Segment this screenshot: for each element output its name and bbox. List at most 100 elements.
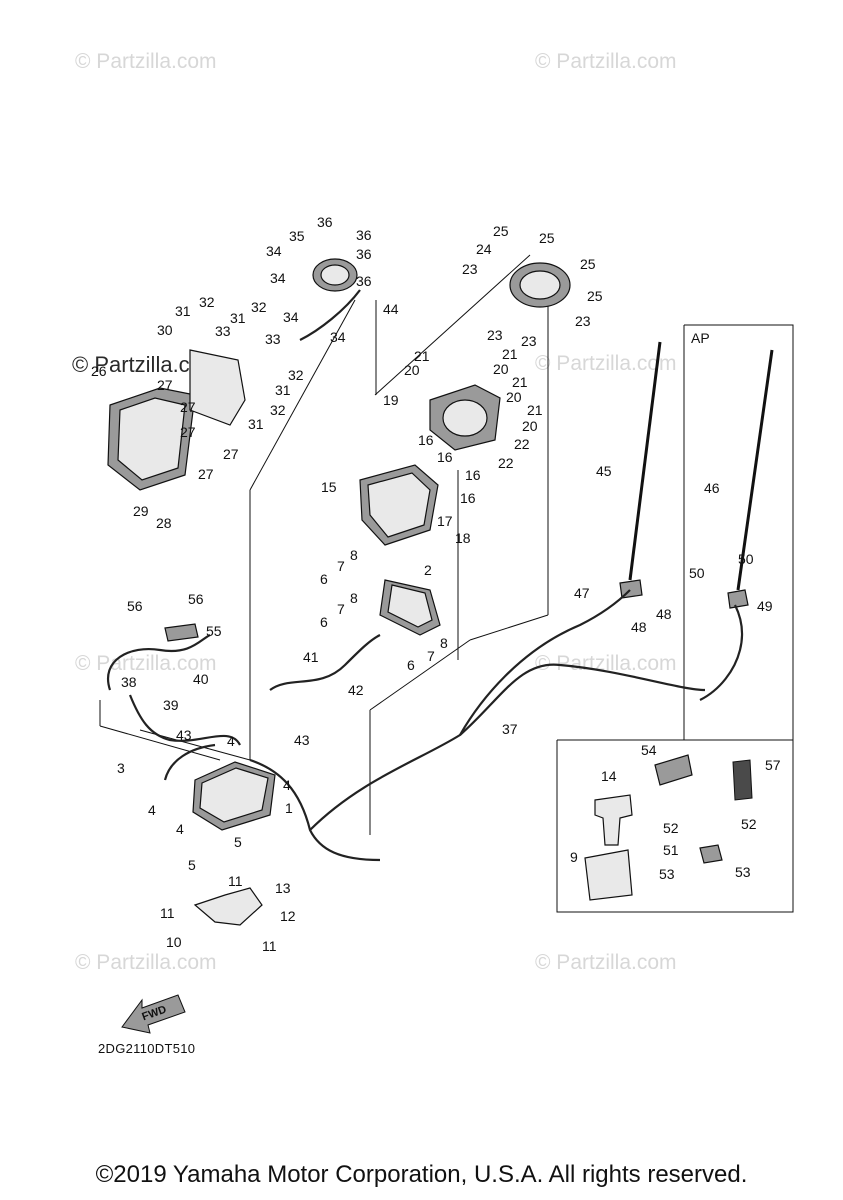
callout-16: 16 bbox=[460, 490, 476, 506]
callout-26: 26 bbox=[91, 363, 107, 379]
wire-harness-37-branch bbox=[459, 589, 631, 736]
callout-8: 8 bbox=[350, 590, 358, 606]
callout-43: 43 bbox=[294, 732, 310, 748]
callout-27: 27 bbox=[198, 466, 214, 482]
callout-52: 52 bbox=[741, 816, 757, 832]
callout-20: 20 bbox=[404, 362, 420, 378]
callout-1: 1 bbox=[285, 800, 293, 816]
callout-23: 23 bbox=[575, 313, 591, 329]
callout-51: 51 bbox=[663, 842, 679, 858]
wire-harness-40 bbox=[128, 694, 241, 746]
callout-16: 16 bbox=[465, 467, 481, 483]
label-57 bbox=[732, 759, 753, 801]
callout-9: 9 bbox=[570, 849, 578, 865]
callout-20: 20 bbox=[522, 418, 538, 434]
speaker-ring-19 bbox=[429, 384, 501, 451]
callout-53: 53 bbox=[659, 866, 675, 882]
watermark: © Partzilla.com bbox=[535, 951, 677, 974]
watermark: © Partzilla.com bbox=[535, 50, 677, 73]
callout-50: 50 bbox=[689, 565, 705, 581]
callout-27: 27 bbox=[180, 424, 196, 440]
callout-19: 19 bbox=[383, 392, 399, 408]
diagram-code: 2DG2110DT510 bbox=[98, 1041, 196, 1056]
antenna-base-49 bbox=[727, 589, 749, 609]
callout-35: 35 bbox=[289, 228, 305, 244]
route-line bbox=[469, 614, 549, 641]
callout-6: 6 bbox=[320, 571, 328, 587]
wire-harness-43 bbox=[163, 743, 216, 781]
callout-20: 20 bbox=[506, 389, 522, 405]
callout-34: 34 bbox=[330, 329, 346, 345]
callout-46: 46 bbox=[704, 480, 720, 496]
callout-5: 5 bbox=[234, 834, 242, 850]
callout-50: 50 bbox=[738, 551, 754, 567]
callout-22: 22 bbox=[514, 436, 530, 452]
watermark: © Partzilla.com bbox=[75, 50, 217, 73]
callout-56: 56 bbox=[188, 591, 204, 607]
speaker-enclosure-26 bbox=[107, 349, 246, 491]
callout-34: 34 bbox=[270, 270, 286, 286]
inset-ap-label: AP bbox=[691, 330, 710, 346]
callout-4: 4 bbox=[283, 777, 291, 793]
callout-40: 40 bbox=[193, 671, 209, 687]
callout-25: 25 bbox=[580, 256, 596, 272]
callout-27: 27 bbox=[180, 399, 196, 415]
callout-7: 7 bbox=[427, 648, 435, 664]
forward-arrow-icon: FWD bbox=[121, 994, 186, 1034]
callout-25: 25 bbox=[587, 288, 603, 304]
callout-7: 7 bbox=[337, 601, 345, 617]
callout-13: 13 bbox=[275, 880, 291, 896]
watermark: © Partzilla.com bbox=[75, 951, 217, 974]
callout-16: 16 bbox=[437, 449, 453, 465]
callout-11: 11 bbox=[160, 905, 175, 921]
callout-6: 6 bbox=[407, 657, 415, 673]
wire-harness-37 bbox=[309, 663, 706, 831]
callout-16: 16 bbox=[418, 432, 434, 448]
callout-32: 32 bbox=[288, 367, 304, 383]
callout-36: 36 bbox=[356, 273, 372, 289]
wire-harness-38 bbox=[107, 634, 211, 691]
callout-18: 18 bbox=[455, 530, 471, 546]
callout-43: 43 bbox=[176, 727, 192, 743]
inset-lower-frame bbox=[556, 739, 794, 913]
callout-17: 17 bbox=[437, 513, 453, 529]
callout-32: 32 bbox=[270, 402, 286, 418]
callout-36: 36 bbox=[356, 246, 372, 262]
callout-33: 33 bbox=[215, 323, 231, 339]
callout-41: 41 bbox=[303, 649, 319, 665]
callout-31: 31 bbox=[230, 310, 246, 326]
callout-15: 15 bbox=[321, 479, 337, 495]
callout-44: 44 bbox=[383, 301, 399, 317]
callout-14: 14 bbox=[601, 768, 617, 784]
speaker-grill-35 bbox=[312, 258, 358, 292]
callout-7: 7 bbox=[337, 558, 345, 574]
route-line bbox=[374, 254, 531, 396]
switch-54 bbox=[654, 754, 693, 786]
inset-ap-frame bbox=[683, 324, 794, 741]
callout-54: 54 bbox=[641, 742, 657, 758]
callout-38: 38 bbox=[121, 674, 137, 690]
callout-53: 53 bbox=[735, 864, 751, 880]
callout-47: 47 bbox=[574, 585, 590, 601]
callout-48: 48 bbox=[631, 619, 647, 635]
callout-3: 3 bbox=[117, 760, 125, 776]
callout-31: 31 bbox=[275, 382, 291, 398]
callout-27: 27 bbox=[157, 377, 173, 393]
callout-32: 32 bbox=[199, 294, 215, 310]
callout-21: 21 bbox=[414, 348, 430, 364]
callout-23: 23 bbox=[521, 333, 537, 349]
route-line bbox=[99, 725, 221, 761]
watermark: © Partzilla.com bbox=[535, 652, 677, 675]
callout-30: 30 bbox=[157, 322, 173, 338]
callout-4: 4 bbox=[148, 802, 156, 818]
bracket-14 bbox=[594, 794, 633, 846]
callout-33: 33 bbox=[265, 331, 281, 347]
callout-27: 27 bbox=[223, 446, 239, 462]
callout-21: 21 bbox=[527, 402, 543, 418]
route-line bbox=[249, 299, 356, 491]
callout-23: 23 bbox=[462, 261, 478, 277]
wire-harness-41 bbox=[269, 634, 381, 691]
callout-29: 29 bbox=[133, 503, 149, 519]
speaker-box-15 bbox=[359, 464, 439, 546]
